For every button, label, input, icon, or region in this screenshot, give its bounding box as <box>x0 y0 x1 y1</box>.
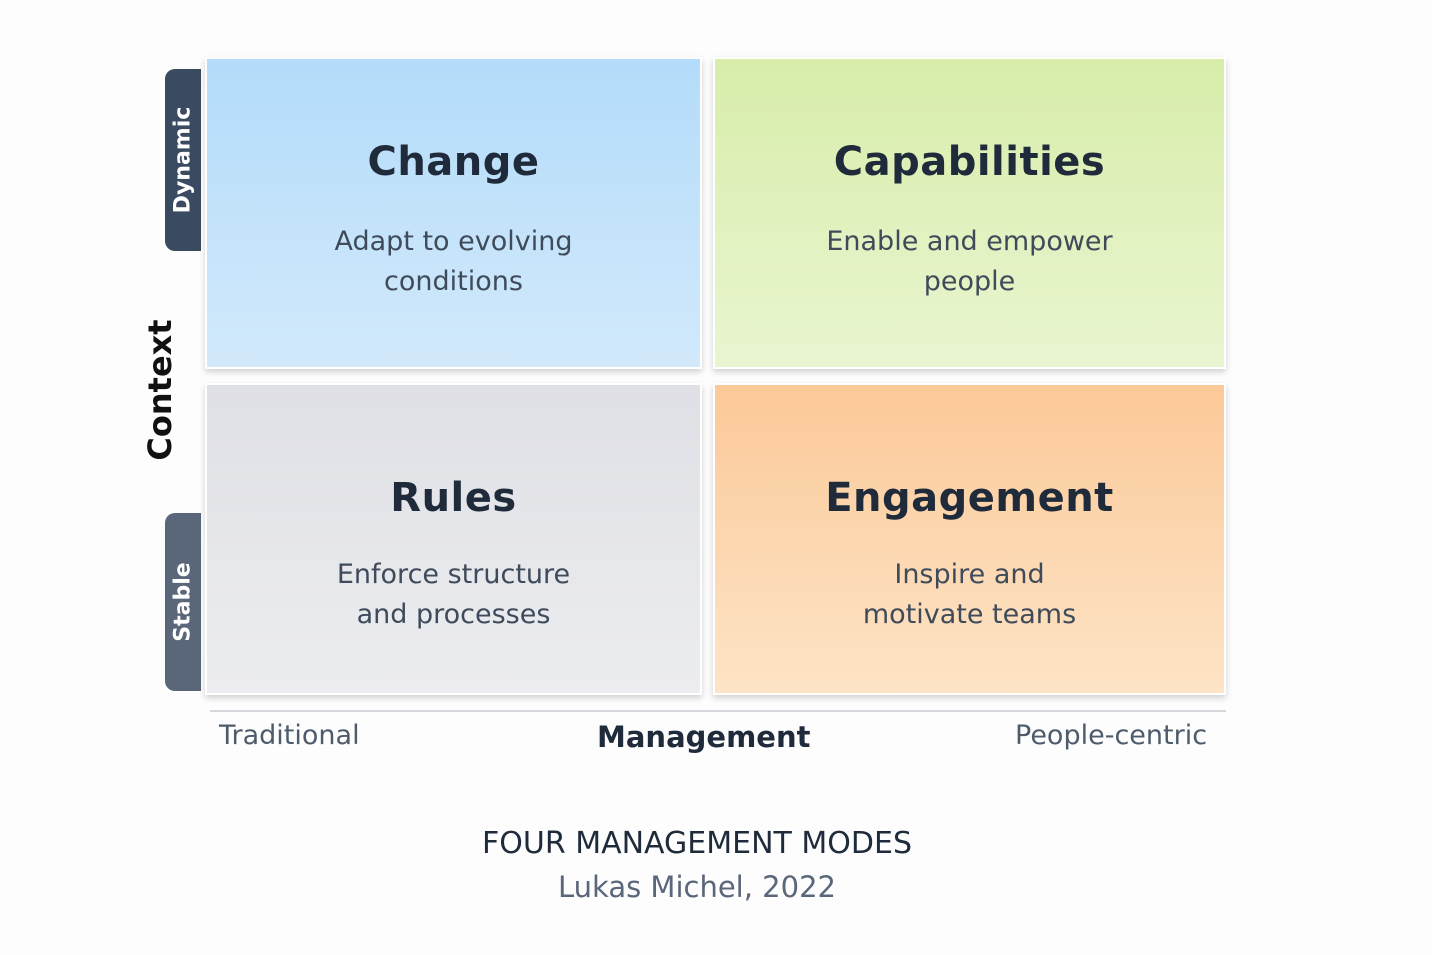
y-axis-stable-tab: Stable <box>165 513 201 691</box>
quadrant-title: Change <box>367 139 540 185</box>
x-axis-line <box>210 710 1226 712</box>
y-axis-title: Context <box>141 319 179 461</box>
y-axis-dynamic-label: Dynamic <box>170 106 196 214</box>
x-axis-left-label: Traditional <box>219 720 360 751</box>
y-axis-stable-label: Stable <box>170 562 196 642</box>
diagram-title: FOUR MANAGEMENT MODES <box>482 826 912 861</box>
diagram-attribution: Lukas Michel, 2022 <box>558 870 836 904</box>
y-axis-dynamic-tab: Dynamic <box>165 69 201 251</box>
x-axis-title: Management <box>597 720 811 754</box>
quadrant-title: Engagement <box>825 475 1114 521</box>
quadrant-title: Capabilities <box>833 139 1106 185</box>
x-axis-right-label: People-centric <box>1015 720 1208 751</box>
quadrant-title: Rules <box>390 475 517 521</box>
